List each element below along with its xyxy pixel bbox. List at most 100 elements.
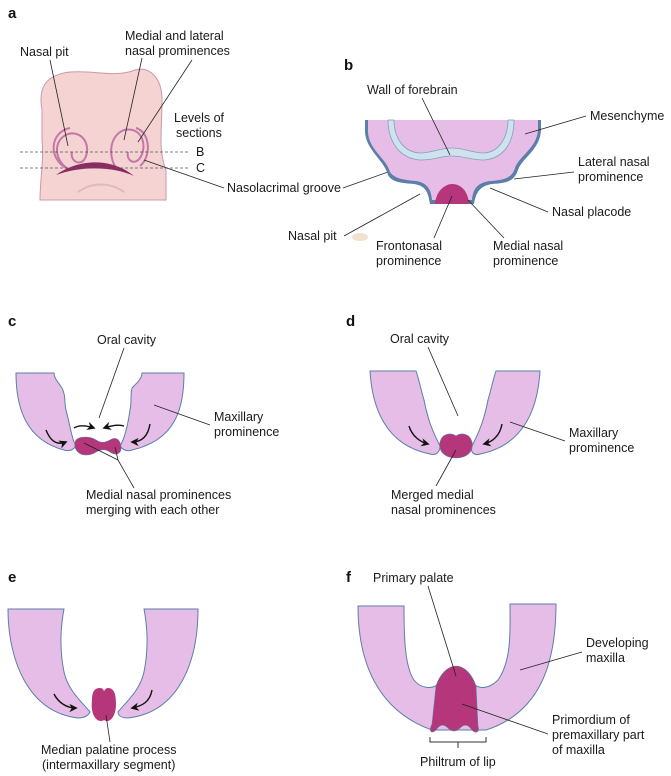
primary-palate	[430, 665, 479, 733]
medial-lateral-label-1: Medial and lateral	[125, 29, 224, 43]
maxillary-left-e	[7, 608, 91, 719]
maxillary-label-c-2: prominence	[214, 425, 279, 439]
leader-line	[343, 193, 421, 237]
leader-line	[435, 449, 457, 487]
arrow-icon	[130, 689, 153, 711]
nasal-placode-label: Nasal placode	[552, 205, 631, 219]
medial-nasal-label-c-2: merging with each other	[86, 503, 219, 517]
leader-line	[427, 585, 457, 677]
leader-line	[342, 171, 389, 189]
maxillary-label-c-1: Maxillary	[214, 410, 264, 424]
arrow-icon	[102, 421, 125, 430]
developing-maxilla	[357, 603, 557, 731]
panel-b-label: b	[344, 57, 353, 74]
panel-d: d Oral cavity Maxillary prominence Merge…	[346, 313, 634, 517]
panel-c: c Oral cavity Maxillary prominence Media…	[8, 313, 279, 517]
medial-nasal-label-c-1: Medial nasal prominences	[86, 488, 231, 502]
oral-cavity-label-d: Oral cavity	[390, 332, 450, 346]
wall-forebrain-label: Wall of forebrain	[367, 83, 458, 97]
leader-line	[433, 195, 453, 239]
medial-nasal-prominence-b	[435, 184, 469, 204]
maxillary-left-d	[369, 370, 441, 455]
mesenchyme-label: Mesenchyme	[590, 109, 664, 123]
level-b-label: B	[196, 145, 204, 159]
nasal-pit-right-shape	[110, 127, 149, 171]
primordium-label-3: of maxilla	[552, 743, 605, 757]
leader-line	[49, 59, 69, 147]
nasal-pit-label-b: Nasal pit	[288, 229, 337, 243]
developing-maxilla-label-1: Developing	[586, 636, 649, 650]
lateral-nasal-label-2: prominence	[578, 170, 643, 184]
maxillary-left-c	[15, 372, 77, 452]
maxillary-label-d-2: prominence	[569, 441, 634, 455]
lateral-nasal-label-1: Lateral nasal	[578, 155, 650, 169]
nasal-pit-label-a: Nasal pit	[20, 45, 69, 59]
panel-e: e Median palatine process (intermaxillar…	[7, 569, 199, 772]
panel-d-label: d	[346, 313, 355, 330]
philtrum-bracket	[429, 737, 487, 748]
leader-line	[509, 421, 566, 442]
leader-line	[123, 57, 143, 141]
arrow-icon	[45, 429, 68, 449]
panel-f: f Primary palate Developing maxilla Prim…	[346, 569, 649, 769]
maxillary-label-d-1: Maxillary	[569, 426, 619, 440]
nasolacrimal-label: Nasolacrimal groove	[227, 181, 341, 195]
medial-nasal-label-2: prominence	[493, 254, 558, 268]
leader-line	[427, 346, 459, 417]
leader-line	[519, 651, 583, 671]
leader-line	[83, 442, 119, 461]
leader-line	[117, 459, 135, 489]
specimen-spot	[352, 233, 368, 241]
median-palatine-label-2: (intermaxillary segment)	[42, 758, 175, 772]
medial-nasal-label-1: Medial nasal	[493, 239, 563, 253]
primordium-label-2: premaxillary part	[552, 728, 645, 742]
median-palatine-label-1: Median palatine process	[41, 743, 177, 757]
maxillary-right-d	[471, 370, 541, 455]
leader-line	[524, 115, 587, 135]
level-c-label: C	[196, 161, 205, 175]
leader-line	[467, 199, 505, 239]
leader-line	[137, 59, 193, 143]
leader-line	[153, 404, 211, 426]
frontonasal-label-1: Frontonasal	[376, 239, 442, 253]
primordium-label-1: Primordium of	[552, 713, 630, 727]
leader-line	[105, 714, 111, 743]
leader-line	[114, 446, 119, 461]
leader-line	[421, 97, 451, 156]
arrow-icon	[482, 423, 503, 447]
panel-a: a B C Nasal pit Medial and lateral nasal…	[8, 5, 389, 201]
primary-palate-label: Primary palate	[373, 571, 454, 585]
mouth-groove	[56, 162, 134, 176]
arrow-icon	[130, 423, 151, 447]
merged-medial-nasal-d	[439, 433, 473, 459]
leader-line	[489, 187, 549, 213]
levels-label-1: Levels of	[174, 111, 225, 125]
arrow-icon	[53, 693, 78, 713]
maxillary-right-e	[117, 608, 199, 719]
medial-nasal-prominences-c	[74, 436, 122, 456]
forebrain-wall	[387, 119, 515, 161]
merged-medial-label-2: nasal prominences	[391, 503, 496, 517]
mesenchyme-b	[368, 120, 538, 200]
panel-f-label: f	[346, 569, 352, 586]
leader-line	[143, 159, 225, 189]
leader-line	[461, 703, 549, 735]
levels-label-2: sections	[176, 126, 222, 140]
frontonasal-label-2: prominence	[376, 254, 441, 268]
philtrum-label: Philtrum of lip	[420, 755, 496, 769]
maxillary-right-c	[119, 372, 185, 452]
arrow-icon	[73, 421, 96, 430]
chin-curve	[77, 183, 125, 193]
panel-b: b Wall of forebrain Mesenchyme Lateral n…	[288, 57, 664, 268]
oral-cavity-label-c: Oral cavity	[97, 333, 157, 347]
leader-line	[98, 347, 125, 419]
panel-e-label: e	[8, 569, 16, 586]
median-palatine-process	[91, 688, 116, 722]
panel-a-label: a	[8, 5, 17, 22]
merged-medial-label-1: Merged medial	[391, 488, 474, 502]
developing-maxilla-label-2: maxilla	[586, 651, 625, 665]
medial-lateral-label-2: nasal prominences	[125, 44, 230, 58]
leader-line	[513, 171, 575, 180]
panel-c-label: c	[8, 313, 16, 330]
